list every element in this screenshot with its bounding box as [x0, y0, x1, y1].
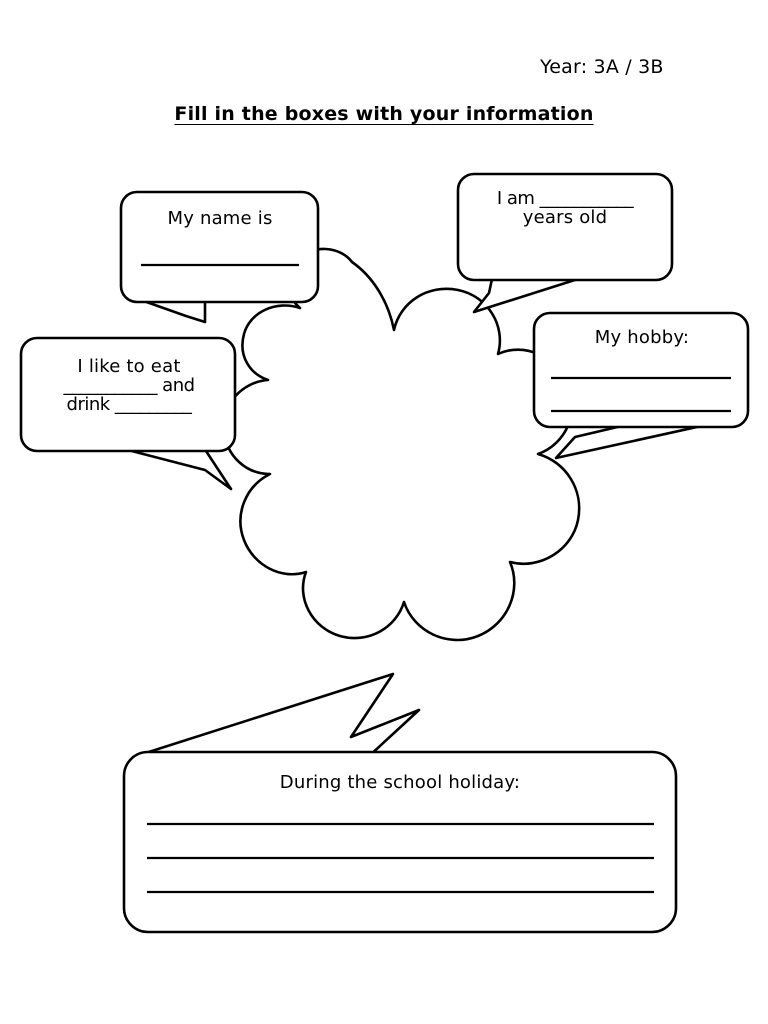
- speech-tail-hobby: [554, 423, 708, 460]
- page-title: Fill in the boxes with your information: [174, 103, 594, 125]
- bubble-line-name-1: My name is: [167, 208, 273, 229]
- bubble-text-name: My name is: [124, 208, 316, 229]
- bubble-line-age-1: I am ___________: [496, 188, 634, 209]
- bubble-text-eat: I like to eat ___________ and drink ____…: [24, 356, 234, 415]
- speech-tail-eat: [118, 446, 233, 491]
- bubble-line-age-2: years old: [522, 206, 608, 228]
- bubble-text-hobby: My hobby:: [538, 327, 746, 348]
- year-label: Year: 3A / 3B: [540, 56, 664, 78]
- bubble-line-eat-1: I like to eat: [77, 356, 181, 377]
- speech-tail-holiday: [131, 672, 421, 759]
- thought-cloud: [222, 247, 581, 642]
- bubble-line-hobby-1: My hobby:: [594, 327, 690, 348]
- bubble-line-eat-3: drink _________: [66, 393, 192, 415]
- speech-tail-age: [472, 277, 580, 314]
- speech-tail-name: [136, 297, 207, 324]
- bubble-text-age: I am ___________ years old: [462, 188, 668, 228]
- bubble-line-eat-2: ___________ and: [63, 374, 195, 396]
- bubble-text-holiday: During the school holiday:: [279, 772, 521, 793]
